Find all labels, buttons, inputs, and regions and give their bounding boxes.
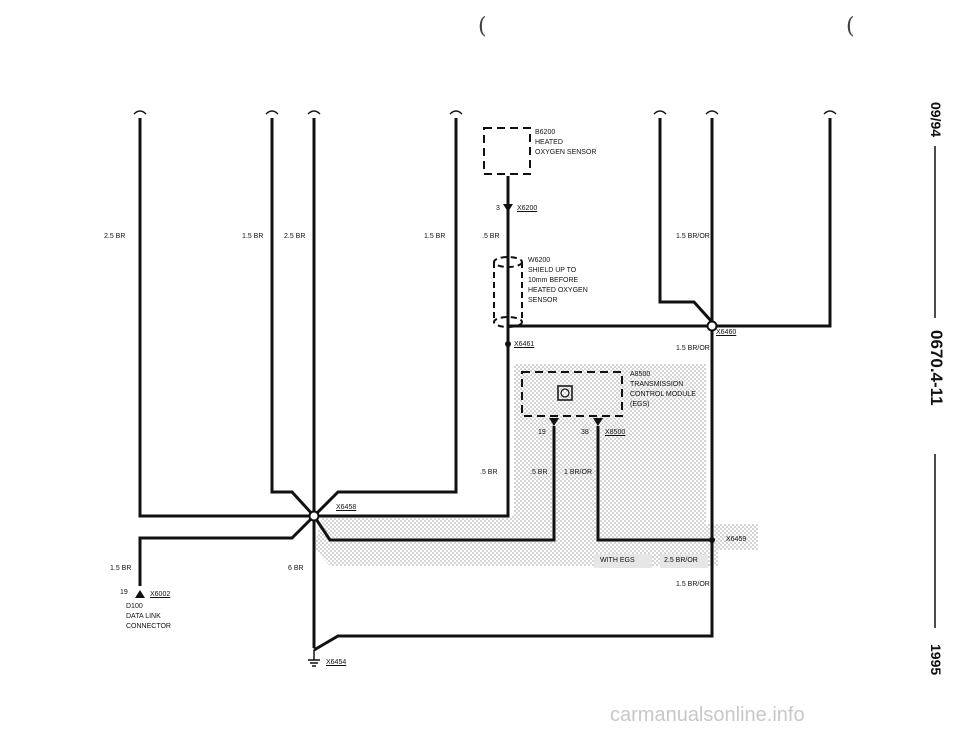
- wire-label-4: 1.5 BR: [424, 233, 446, 240]
- wire-05-br-egs: [312, 426, 556, 542]
- x6459-splice-icon: [709, 537, 715, 543]
- w6200-line2: 10mm BEFORE: [528, 277, 579, 284]
- wire-to-d100: [138, 514, 316, 586]
- ground-icon: [308, 650, 320, 667]
- x6461-label: X6461: [514, 341, 535, 348]
- pin-38: 38: [581, 429, 589, 436]
- wire-05-br-sensor: [314, 176, 510, 518]
- wire-label-7: 1.5 BR/OR: [676, 345, 710, 352]
- side-year: 1995: [928, 644, 944, 676]
- w6200-line4: SENSOR: [528, 297, 558, 304]
- b6200-box: [483, 127, 531, 175]
- wire-label-10: 1 BR/OR: [564, 469, 593, 476]
- pin-19: 19: [538, 429, 546, 436]
- pin-3: 3: [496, 205, 500, 212]
- footer-watermark: carmanualsonline.info: [610, 704, 805, 726]
- scan-mark-2: (: [846, 14, 855, 39]
- x6458-splice-icon: [308, 510, 320, 522]
- w6200-shield: [493, 256, 523, 328]
- w6200-line1: SHIELD UP TO: [528, 267, 577, 274]
- x6200-connector-icon: [503, 204, 513, 212]
- x6461-splice-icon: [505, 341, 511, 347]
- wire-label-6: 1.5 BR/OR: [676, 233, 710, 240]
- wire-1-br-or-egs: [596, 426, 712, 542]
- x6002-label: X6002: [150, 591, 171, 598]
- x6458-label: X6458: [336, 504, 357, 511]
- a8500-id: A8500: [630, 371, 651, 378]
- a8500-line3: (EGS): [630, 401, 650, 408]
- x6460-label: X6460: [716, 329, 737, 336]
- x8500-pin38-icon: [593, 418, 603, 426]
- a8500-line2: CONTROL MODULE: [630, 391, 696, 398]
- wire-right-c: [712, 118, 832, 328]
- x6454-label: X6454: [326, 659, 347, 666]
- b6200-line2: OXYGEN SENSOR: [535, 149, 597, 156]
- w6200-line3: HEATED OXYGEN: [528, 287, 588, 294]
- a8500-line1: TRANSMISSION: [630, 381, 684, 388]
- wire-2-5-br-left: [138, 118, 314, 518]
- x6460-splice-icon: [706, 320, 718, 332]
- side-date: 09/94: [928, 102, 944, 138]
- wire-label-11: 1.5 BR: [110, 565, 132, 572]
- wire-label-12: 6 BR: [288, 565, 304, 572]
- b6200-id: B6200: [535, 129, 556, 136]
- with-egs-box: [594, 554, 652, 568]
- x8500-pin19-icon: [549, 418, 559, 426]
- b6200-line1: HEATED: [535, 139, 563, 146]
- wire-right-b: [313, 118, 714, 652]
- module-icon: [557, 385, 573, 401]
- wire-1-5-br-b: [312, 118, 458, 518]
- x6002-connector-icon: [135, 590, 145, 598]
- side-page-number: 0670.4-11: [927, 330, 946, 406]
- wire-label-14: 1.5 BR/OR: [676, 581, 710, 588]
- wire-label-2: 1.5 BR: [242, 233, 264, 240]
- wire-label-1: 2.5 BR: [104, 233, 126, 240]
- d100-line2: CONNECTOR: [126, 623, 171, 630]
- wire-1-5-br-a: [270, 118, 316, 518]
- wire-label-13: 2.5 BR/OR: [664, 557, 698, 564]
- a8500-box: [521, 371, 623, 417]
- x6200-label: X6200: [517, 205, 538, 212]
- wire-label-3: 2.5 BR: [284, 233, 306, 240]
- x8500-label: X8500: [605, 429, 626, 436]
- d100-line1: DATA LINK: [126, 613, 161, 620]
- egs-shaded-area: [314, 364, 758, 566]
- option-label: WITH EGS: [600, 557, 635, 564]
- d100-id: D100: [126, 603, 143, 610]
- pin-19-d100: 19: [120, 589, 128, 596]
- scan-mark-1: (: [478, 14, 487, 39]
- wire-label-8: .5 BR: [480, 469, 498, 476]
- wire-color-box: [660, 554, 708, 568]
- wire-label-9: .5 BR: [530, 469, 548, 476]
- x6459-label: X6459: [726, 536, 747, 543]
- wire-right-a: [658, 118, 714, 324]
- w6200-id: W6200: [528, 257, 551, 264]
- wire-label-5: .5 BR: [482, 233, 500, 240]
